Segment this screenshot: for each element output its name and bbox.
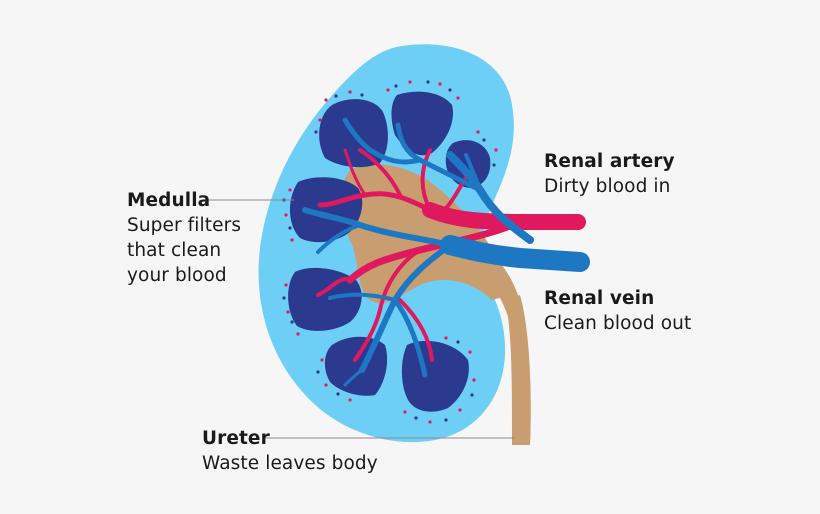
medulla-desc-line-1: Super filters [127, 215, 242, 236]
ureter-desc: Waste leaves body [202, 453, 378, 474]
pyramid-5 [288, 267, 362, 331]
renal-artery-desc: Dirty blood in [544, 176, 671, 197]
medulla-label: Medulla Super filters that clean your bl… [127, 188, 241, 288]
pyramid-2 [391, 91, 454, 156]
renal-vein-title: Renal vein [544, 288, 655, 309]
renal-vein-label: Renal vein Clean blood out [544, 286, 691, 336]
renal-artery-label: Renal artery Dirty blood in [544, 149, 675, 199]
renal-artery-title: Renal artery [544, 151, 675, 172]
renal-artery-vessels [316, 148, 586, 362]
renal-vein-vessels [302, 117, 590, 387]
pyramid-4 [289, 177, 363, 243]
ureter-label: Ureter Waste leaves body [202, 426, 378, 476]
capillary-dots [282, 80, 498, 424]
leader-lines [208, 199, 515, 439]
medulla-desc-line-3: your blood [127, 265, 227, 286]
ureter-title: Ureter [202, 428, 270, 449]
medulla-desc-line-2: that clean [127, 240, 222, 261]
renal-pelvis [340, 164, 510, 304]
ureter-body [505, 295, 531, 445]
renal-vein-desc: Clean blood out [544, 313, 692, 334]
medulla-title: Medulla [127, 190, 211, 211]
